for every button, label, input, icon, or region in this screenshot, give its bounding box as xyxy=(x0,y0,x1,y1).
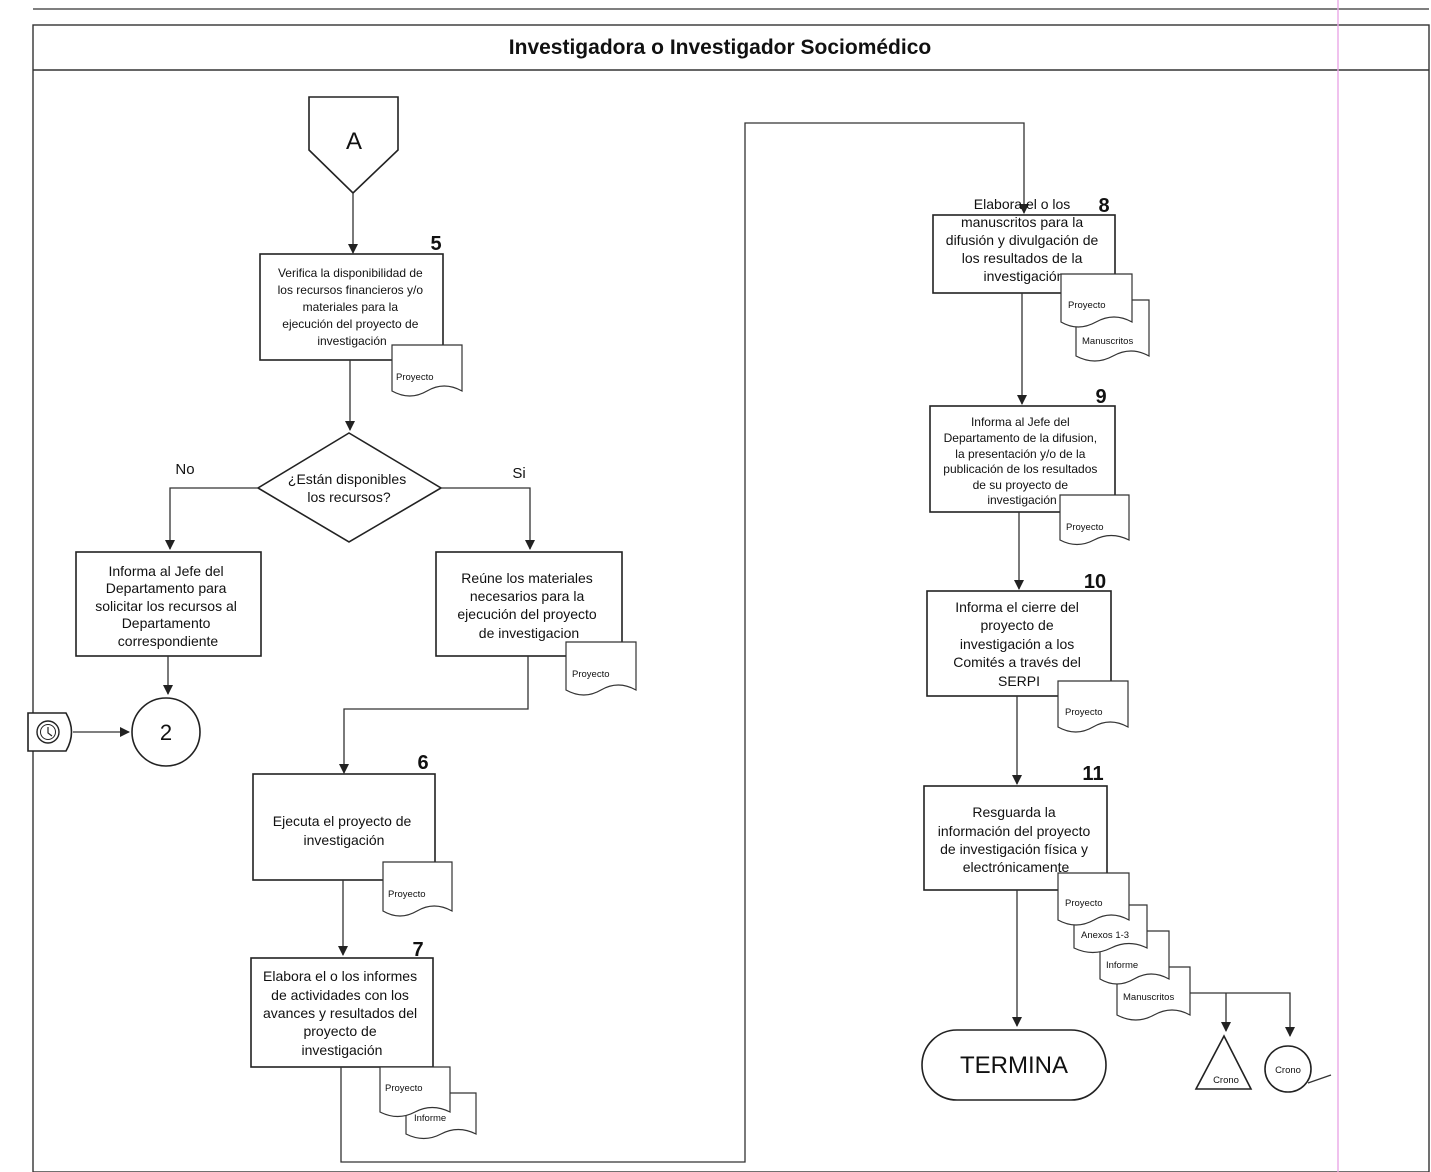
svg-text:Proyecto: Proyecto xyxy=(1065,707,1103,718)
lane-frame xyxy=(32,24,1430,1172)
doc-proyecto-step10 xyxy=(1057,680,1129,733)
connector-a-label: A xyxy=(346,128,362,155)
svg-text:Proyecto: Proyecto xyxy=(572,669,610,680)
doc-proyecto-step5 xyxy=(391,344,463,397)
step-9-box xyxy=(929,405,1116,513)
step-7-text: Elabora el o los informes de actividades… xyxy=(263,968,421,1058)
svg-text:Proyecto: Proyecto xyxy=(396,372,434,383)
step-10-text: Informa el cierre del proyecto de invest… xyxy=(953,599,1085,689)
doc-proyecto-step9 xyxy=(1059,494,1130,546)
doc-proyecto-step11 xyxy=(1057,872,1130,926)
yes-branch-text: Reúne los materiales necesarios para la … xyxy=(457,570,600,641)
svg-text:Proyecto: Proyecto xyxy=(1066,522,1104,533)
svg-text:Proyecto: Proyecto xyxy=(385,1083,423,1094)
decision-diamond xyxy=(256,432,443,543)
step-11-number: 11 xyxy=(1082,763,1103,785)
svg-text:Crono: Crono xyxy=(1275,1065,1301,1076)
end-label: TERMINA xyxy=(960,1052,1068,1079)
svg-text:2: 2 xyxy=(160,720,172,745)
connector-2 xyxy=(131,697,201,767)
step-5-text: Verifica la disponibilidad de los recurs… xyxy=(278,266,427,348)
step-10-number: 10 xyxy=(1084,571,1106,593)
flow-connector-to-step8 xyxy=(340,122,1029,1163)
step-5-number: 5 xyxy=(430,233,441,255)
doc-manuscritos-step11 xyxy=(1116,966,1191,1021)
step-8-number: 8 xyxy=(1098,195,1109,217)
lane-title: Investigadora o Investigador Sociomédico xyxy=(509,36,931,59)
doc-proyecto-yes-branch xyxy=(565,641,637,696)
step-5-box xyxy=(259,253,444,361)
step-10-box xyxy=(926,590,1112,697)
svg-text:Manuscritos: Manuscritos xyxy=(1082,336,1133,347)
svg-text:Informe: Informe xyxy=(414,1113,446,1124)
step-9-text: Informa al Jefe del Departamento de la d… xyxy=(943,415,1100,507)
archive-triangle xyxy=(1194,1034,1253,1090)
svg-text:Proyecto: Proyecto xyxy=(1065,898,1103,909)
svg-text:Proyecto: Proyecto xyxy=(1068,300,1106,311)
step-6-number: 6 xyxy=(417,752,428,774)
svg-text:Manuscritos: Manuscritos xyxy=(1123,992,1174,1003)
archive-circle xyxy=(1264,1045,1312,1093)
end-terminator xyxy=(921,1029,1107,1101)
step-11-text: Resguarda la información del proyecto de… xyxy=(938,804,1094,875)
doc-proyecto-step6 xyxy=(382,861,453,917)
step-9-number: 9 xyxy=(1095,386,1106,408)
svg-text:Crono: Crono xyxy=(1213,1075,1239,1086)
svg-text:Anexos 1-3: Anexos 1-3 xyxy=(1081,930,1129,941)
doc-proyecto-step7 xyxy=(379,1066,451,1118)
decision-no-label: No xyxy=(175,461,194,478)
decision-yes-label: Si xyxy=(512,465,525,482)
step-6-text: Ejecuta el proyecto de investigación xyxy=(273,813,415,848)
decision-text: ¿Están disponibles los recursos? xyxy=(288,471,410,505)
yes-branch-box xyxy=(435,551,623,657)
svg-text:Informe: Informe xyxy=(1106,960,1138,971)
step-8-description: Elabora el o los manuscritos para la dif… xyxy=(946,196,1102,284)
step-7-box xyxy=(250,957,434,1068)
step-7-number: 7 xyxy=(412,939,423,961)
connector-a xyxy=(308,96,399,195)
no-branch-text: Informa al Jefe del Departamento para so… xyxy=(95,563,241,649)
doc-proyecto-step8 xyxy=(1060,273,1133,328)
svg-text:Proyecto: Proyecto xyxy=(388,889,426,900)
